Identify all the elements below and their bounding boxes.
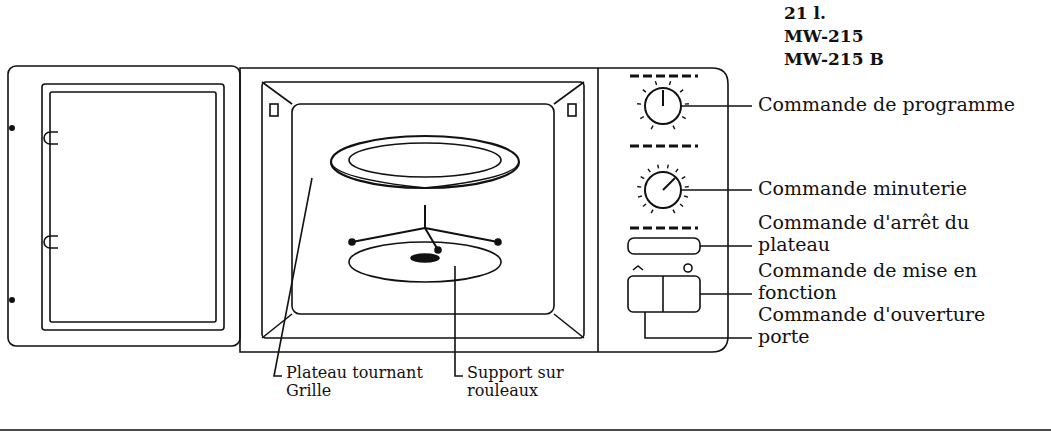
knob-tick: [637, 103, 641, 105]
start-symbol: [684, 264, 692, 272]
knob-tick: [676, 169, 678, 172]
knob-tick: [669, 81, 670, 85]
cavity-mark: [270, 104, 278, 116]
panel-marking: [630, 145, 698, 148]
cavity-edge: [262, 82, 292, 104]
roller: [435, 247, 441, 253]
knob-tick: [651, 210, 653, 214]
panel-marking: [630, 75, 698, 78]
roller: [495, 239, 501, 245]
knob-tick: [680, 90, 683, 93]
knob-tick: [680, 204, 683, 207]
knob-tick: [655, 81, 656, 85]
button-pair: [628, 276, 700, 312]
knob-tick: [685, 186, 689, 188]
knob-tick: [651, 126, 653, 130]
part-label: Support sur rouleaux: [467, 364, 587, 401]
bottom-rule: [0, 429, 1051, 430]
roller-support: [352, 205, 498, 250]
knob-tick: [673, 126, 675, 130]
model-label: MW-215: [784, 27, 984, 47]
leader-line: [681, 105, 752, 107]
knob-tick: [637, 186, 641, 188]
cavity-edge: [554, 82, 584, 104]
leader-line: [274, 178, 312, 376]
program-knob: [645, 88, 681, 124]
part-label: Commande de mise en fonction: [758, 260, 1008, 304]
tray-stop-button: [628, 238, 700, 254]
model-label: MW-215 B: [784, 50, 984, 70]
door-latch: [44, 236, 58, 248]
knob-tick: [657, 165, 659, 169]
hinge: [10, 298, 14, 302]
knob-tick: [643, 204, 646, 207]
oven-cavity: [262, 82, 584, 338]
leader-line: [645, 312, 752, 338]
leader-line: [700, 293, 752, 295]
cavity-edge: [554, 314, 584, 338]
knob-pointer: [663, 178, 675, 190]
turntable: [331, 136, 519, 188]
door-symbol: [633, 266, 643, 270]
hinge: [10, 126, 14, 130]
knob-tick: [643, 90, 646, 93]
knob-tick: [648, 169, 650, 172]
panel-marking: [630, 227, 698, 230]
capacity-label: 21 l.: [784, 4, 984, 24]
knob-tick: [640, 117, 643, 119]
door-latch: [44, 132, 58, 144]
knob-tick: [667, 165, 669, 169]
cavity-rear: [292, 104, 554, 314]
leader-line: [681, 189, 752, 191]
knob-tick: [682, 177, 685, 179]
roller: [349, 239, 355, 245]
part-label: Plateau tournant Grille: [286, 364, 444, 401]
cavity-mark: [568, 104, 576, 116]
timer-knob: [645, 172, 681, 208]
knob-tick: [641, 177, 644, 179]
turntable-inner: [349, 143, 501, 177]
panel-edge: [597, 68, 599, 352]
knob-tick: [684, 196, 688, 197]
drive-hub: [411, 254, 439, 262]
door-window-inner: [50, 92, 216, 322]
leader-line: [700, 245, 752, 247]
part-label: Commande d'ouverture porte: [758, 304, 998, 348]
knob-tick: [682, 117, 685, 119]
button-split: [662, 276, 664, 312]
knob-pointer: [662, 90, 664, 106]
turntable-rim: [331, 162, 519, 188]
part-label: Commande d'arrêt du plateau: [758, 212, 1028, 256]
oven-body: [240, 68, 728, 352]
knob-tick: [673, 210, 675, 214]
knob-tick: [638, 196, 642, 197]
roller-track: [349, 242, 501, 282]
cavity-edge: [262, 314, 292, 338]
door-window: [42, 84, 224, 330]
leader-line: [455, 266, 463, 376]
part-label: Commande minuterie: [758, 178, 1046, 200]
part-label: Commande de programme: [758, 94, 1046, 116]
door: [8, 66, 240, 346]
knob-tick: [685, 103, 689, 105]
